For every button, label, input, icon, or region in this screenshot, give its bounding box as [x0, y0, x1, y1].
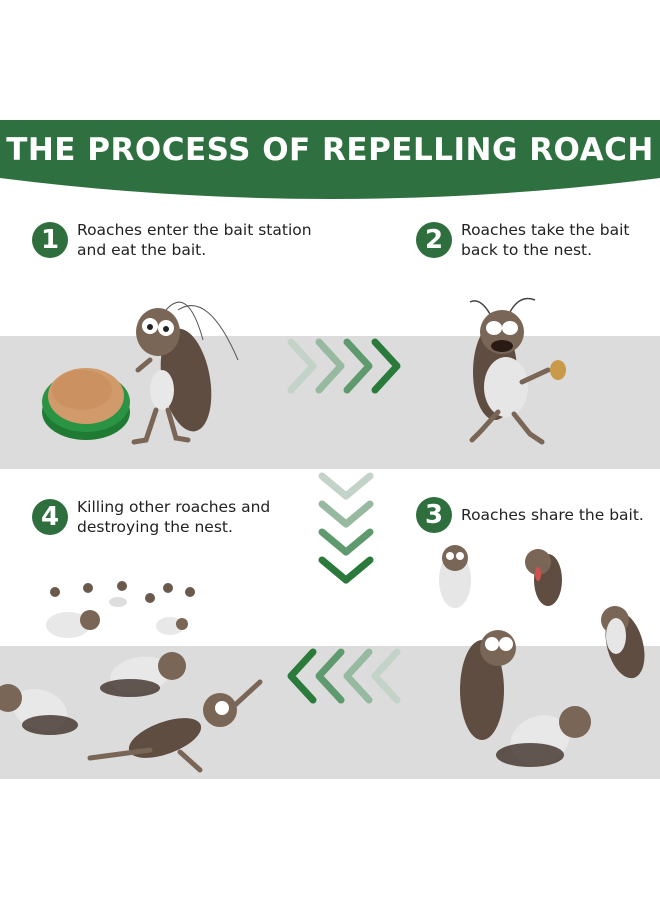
- step-3: 3 Roaches share the bait.: [416, 497, 644, 533]
- small-roaches-swarm-icon: [50, 581, 195, 607]
- roach-icon: [131, 301, 239, 445]
- header-banner: THE PROCESS OF REPELLING ROACH: [0, 120, 660, 202]
- dying-roach-icon: [496, 706, 591, 767]
- step-1-number-badge: 1: [32, 222, 68, 258]
- step-1-description: Roaches enter the bait station and eat t…: [77, 221, 312, 259]
- step-3-description: Roaches share the bait.: [461, 506, 644, 524]
- banner-shape: [0, 120, 660, 199]
- step-4-number-badge: 4: [32, 499, 68, 535]
- dying-roach-icon: [87, 679, 263, 773]
- roaches-sharing-illustration: [439, 545, 645, 767]
- step-2: 2 Roaches take the bait back to the nest…: [416, 220, 630, 260]
- page-title: THE PROCESS OF REPELLING ROACH: [6, 132, 654, 168]
- arrows-down-icon: [318, 472, 374, 584]
- dead-roach-icon: [100, 652, 186, 697]
- roach-icon: [525, 549, 562, 606]
- arrows-left-icon: [287, 648, 401, 704]
- step-2-number-badge: 2: [416, 222, 452, 258]
- step-2-description: Roaches take the bait back to the nest.: [461, 221, 630, 259]
- dead-roach-icon: [46, 610, 100, 638]
- roach-icon: [439, 545, 471, 608]
- roach-carrying-bait-illustration: [469, 297, 566, 445]
- dead-roach-icon: [0, 684, 78, 735]
- roach-icon: [469, 297, 551, 445]
- roach-icon: [601, 606, 645, 679]
- step-3-number-badge: 3: [416, 497, 452, 533]
- dead-roaches-illustration: [0, 581, 263, 773]
- step-1: 1 Roaches enter the bait station and eat…: [32, 220, 312, 260]
- bait-station-roach-illustration: [42, 301, 239, 445]
- dead-roach-icon: [156, 617, 188, 635]
- step-4-description: Killing other roaches and destroying the…: [77, 498, 271, 536]
- arrows-right-icon: [287, 338, 401, 394]
- step-4: 4 Killing other roaches and destroying t…: [32, 497, 270, 537]
- bait-piece-icon: [550, 360, 566, 380]
- roach-icon: [460, 630, 516, 740]
- bait-station-icon: [42, 368, 130, 440]
